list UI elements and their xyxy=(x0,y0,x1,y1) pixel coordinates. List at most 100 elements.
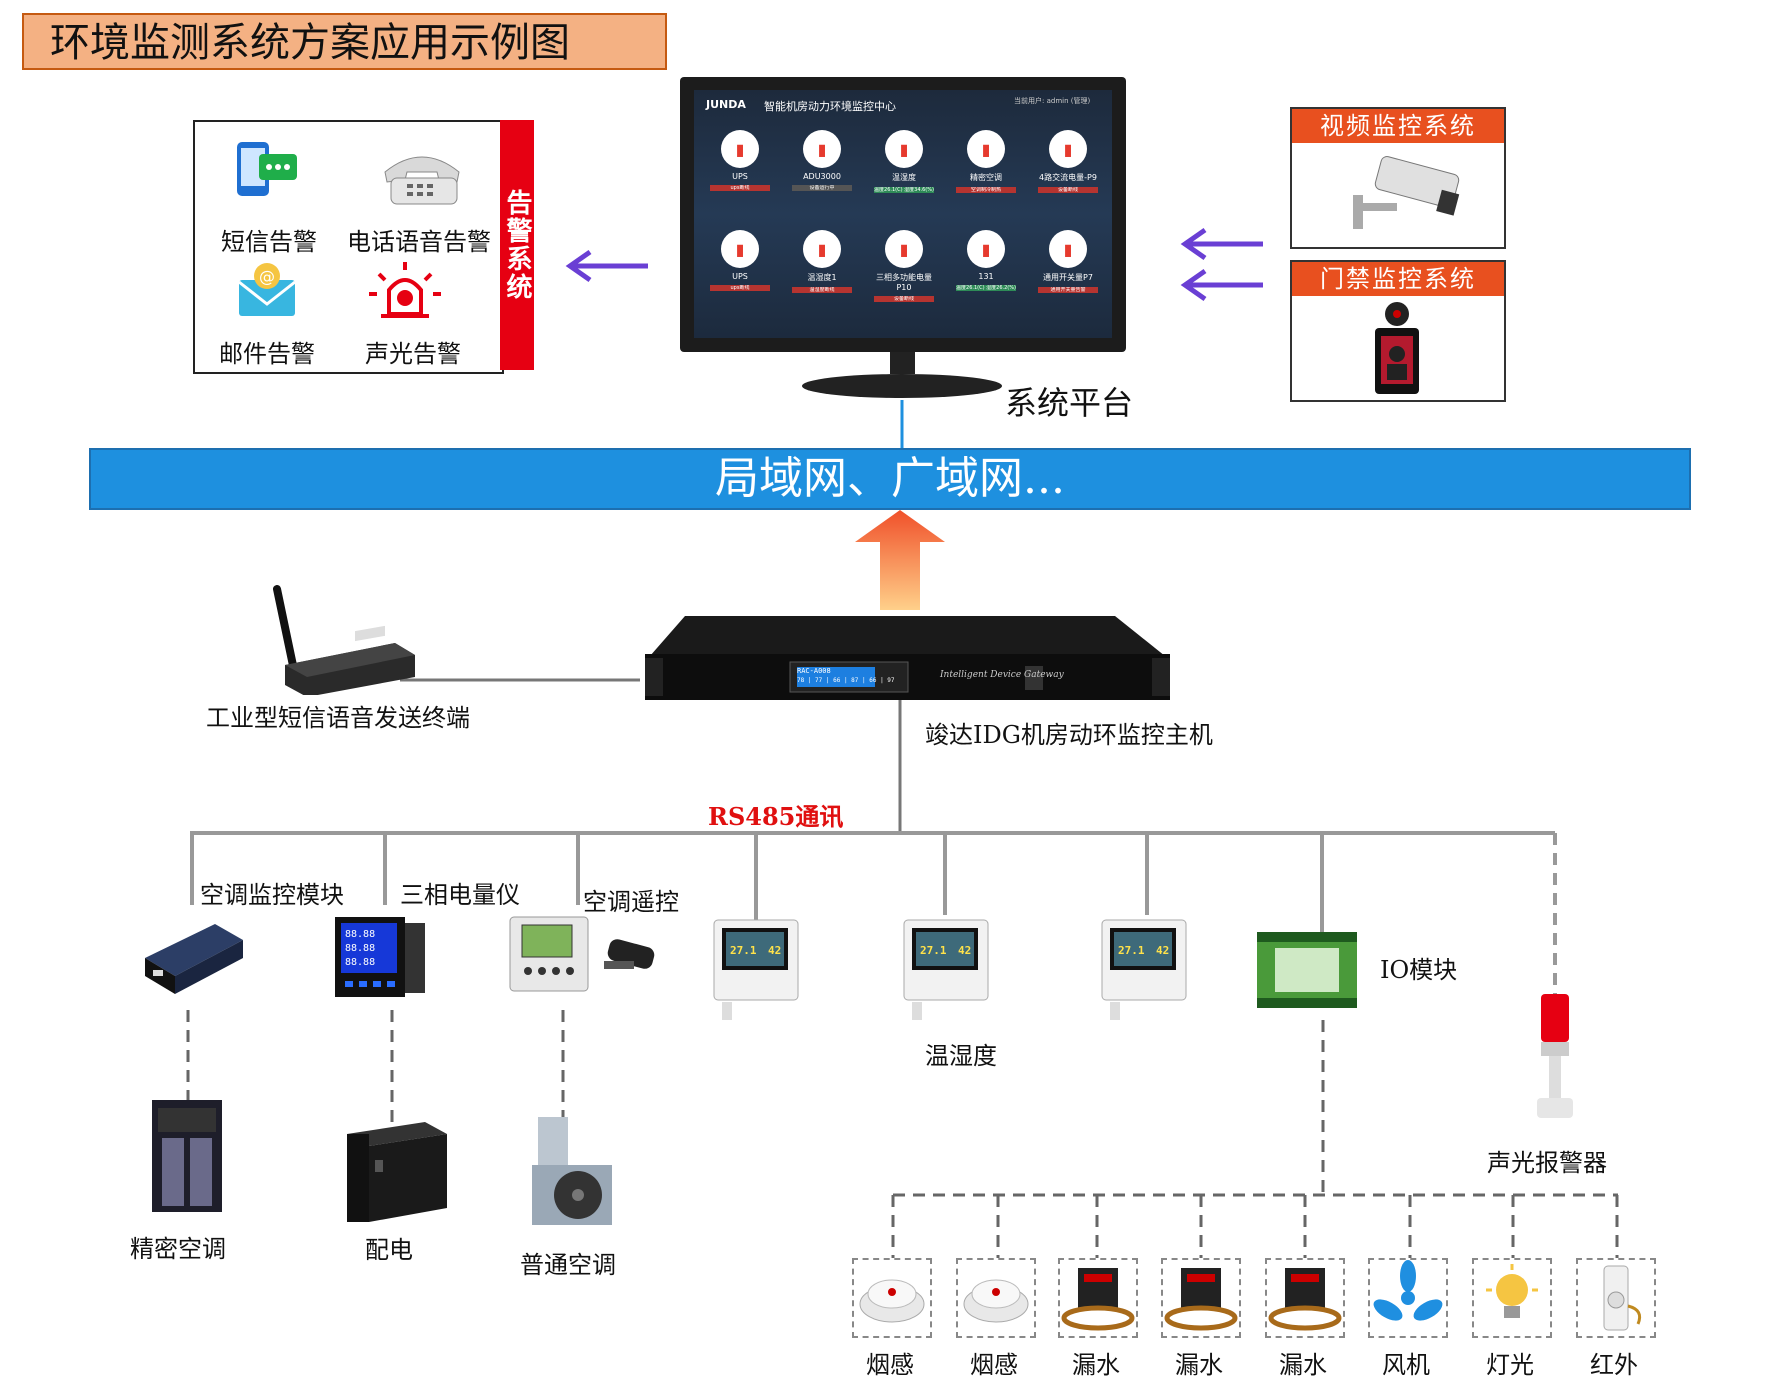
alarm-system-side-label: 告警系统 xyxy=(500,120,534,370)
screen-tile-status: 通用开关量告警 xyxy=(1038,287,1098,293)
th-hum-readout: 42 xyxy=(768,944,782,957)
network-bar: 局域网、广域网... xyxy=(89,448,1691,510)
host-label: 竣达IDG机房动环监控主机 xyxy=(925,721,1213,749)
io-sensor-label: 红外 xyxy=(1590,1351,1638,1379)
access-system-label: 门禁监控系统 xyxy=(1292,262,1504,296)
module-io-label: IO模块 xyxy=(1380,956,1458,984)
camera-icon xyxy=(1347,155,1467,239)
screen-tile-name: 131 xyxy=(978,272,994,281)
svg-text:88.88: 88.88 xyxy=(345,957,375,968)
alarm-phone-label: 电话语音告警 xyxy=(347,228,491,256)
uplink-arrow xyxy=(855,510,945,610)
smoke-sensor-icon xyxy=(852,1258,932,1338)
temp-humidity-sensor-device: 27.1 42 xyxy=(1100,918,1190,1027)
sms-terminal-device xyxy=(265,585,425,699)
io-sensor-label: 漏水 xyxy=(1175,1351,1223,1379)
screen-tile[interactable]: ▮ 4路交流电量-P9 设备断线 xyxy=(1038,130,1098,193)
module-th-label: 温湿度 xyxy=(925,1042,997,1070)
host-device xyxy=(645,610,1170,706)
alarm-system-panel: 短信告警 电话语音告警 @ 邮件告警 声光告警 xyxy=(193,120,504,374)
infrared-sensor-icon xyxy=(1576,1258,1656,1338)
io-sensor-label: 烟感 xyxy=(970,1351,1018,1379)
device-icon: ▮ xyxy=(803,230,841,268)
th-temp-readout: 27.1 xyxy=(1118,944,1145,957)
monitor-screen: JUNDA 智能机房动力环境监控中心 当前用户: admin (管理) ▮UPS… xyxy=(694,90,1112,338)
screen-tile-status: 设备断线 xyxy=(874,296,934,302)
ordinary-ac-equipment xyxy=(530,1115,615,1231)
alarm-light-icon xyxy=(365,260,445,322)
device-icon: ▮ xyxy=(1049,130,1087,168)
th-hum-readout: 42 xyxy=(1156,944,1170,957)
equipment-precision-ac-label: 精密空调 xyxy=(130,1235,226,1263)
svg-text:88.88: 88.88 xyxy=(345,929,375,940)
screen-tile-status: 设备断线 xyxy=(1038,187,1098,193)
io-sensor-label: 漏水 xyxy=(1279,1351,1327,1379)
device-icon: ▮ xyxy=(1049,230,1087,268)
module-meter-label: 三相电量仪 xyxy=(400,881,520,909)
io-module-device xyxy=(1255,930,1360,1014)
device-icon: ▮ xyxy=(967,230,1005,268)
alarm-sms-label: 短信告警 xyxy=(221,228,317,256)
screen-tile-name: 4路交流电量-P9 xyxy=(1039,173,1097,182)
screen-tile-name: UPS xyxy=(732,172,748,181)
screen-tile-status: ups断线 xyxy=(710,285,770,291)
monitor-stand xyxy=(802,352,1002,398)
module-alarm-label: 声光报警器 xyxy=(1487,1149,1607,1177)
platform-label: 系统平台 xyxy=(1005,384,1134,422)
device-icon: ▮ xyxy=(885,130,923,168)
screen-tile-name: UPS xyxy=(732,272,748,281)
io-sensor-label: 烟感 xyxy=(866,1351,914,1379)
temp-humidity-sensor-device: 27.1 42 xyxy=(902,918,992,1027)
smoke-sensor-icon xyxy=(956,1258,1036,1338)
sms-terminal-label: 工业型短信语音发送终端 xyxy=(206,704,470,732)
email-icon: @ xyxy=(235,260,299,320)
device-icon: ▮ xyxy=(967,130,1005,168)
module-ac-label: 空调监控模块 xyxy=(200,881,344,909)
access-reader-icon xyxy=(1367,302,1427,402)
leak-sensor-icon xyxy=(1265,1258,1345,1338)
screen-tile-name: 通用开关量P7 xyxy=(1043,273,1093,282)
th-hum-readout: 42 xyxy=(958,944,972,957)
equipment-dashed-lines xyxy=(186,1010,1619,1258)
th-temp-readout: 27.1 xyxy=(920,944,947,957)
screen-title: 智能机房动力环境监控中心 xyxy=(764,100,896,113)
ac-remote-device xyxy=(508,915,678,999)
telephone-icon xyxy=(377,142,467,208)
screen-tile-status: 空调制冷制热 xyxy=(956,187,1016,193)
io-sensor-label: 风机 xyxy=(1382,1351,1430,1379)
io-sensor-label: 灯光 xyxy=(1486,1351,1534,1379)
page-title: 环境监测系统方案应用示例图 xyxy=(22,13,667,70)
access-system-panel: 门禁监控系统 xyxy=(1290,260,1506,402)
screen-tile-status: 温湿度断线 xyxy=(792,287,852,293)
bus-drops xyxy=(190,833,1324,935)
host-lcd-top: RAC-A008 xyxy=(797,667,831,675)
screen-tile-name: 精密空调 xyxy=(970,173,1002,182)
device-icon: ▮ xyxy=(885,230,923,268)
leak-sensor-icon xyxy=(1058,1258,1138,1338)
device-icon: ▮ xyxy=(721,230,759,268)
screen-tile[interactable]: ▮ 温湿度温度26.1(C) 湿度34.6(%) xyxy=(874,130,934,193)
host-lcd-bottom: 78 | 77 | 66 | 87 | 66 | 97 xyxy=(797,677,895,684)
screen-tile[interactable]: ▮ 精密空调空调制冷制热 xyxy=(956,130,1016,193)
screen-brand: JUNDA xyxy=(706,98,746,111)
screen-tile-status: 温度26.1(C) 湿度34.6(%) xyxy=(874,187,934,193)
equipment-power-label: 配电 xyxy=(365,1236,413,1264)
alarm-light-label: 声光告警 xyxy=(365,340,461,368)
screen-tile-name: 温湿度 xyxy=(892,173,916,182)
screen-tile[interactable]: ▮ UPS ups断线 xyxy=(710,230,770,291)
screen-tile-name: 温湿度1 xyxy=(807,273,837,282)
screen-tile[interactable]: ▮ 通用开关量P7 通用开关量告警 xyxy=(1038,230,1098,293)
screen-tile-status: 设备运行中 xyxy=(792,185,852,191)
screen-tile[interactable]: ▮ 温湿度1 温湿度断线 xyxy=(792,230,852,293)
sound-light-alarm-device xyxy=(1527,990,1583,1134)
light-sensor-icon xyxy=(1472,1258,1552,1338)
device-icon: ▮ xyxy=(721,130,759,168)
screen-tile-name: ADU3000 xyxy=(803,172,841,181)
